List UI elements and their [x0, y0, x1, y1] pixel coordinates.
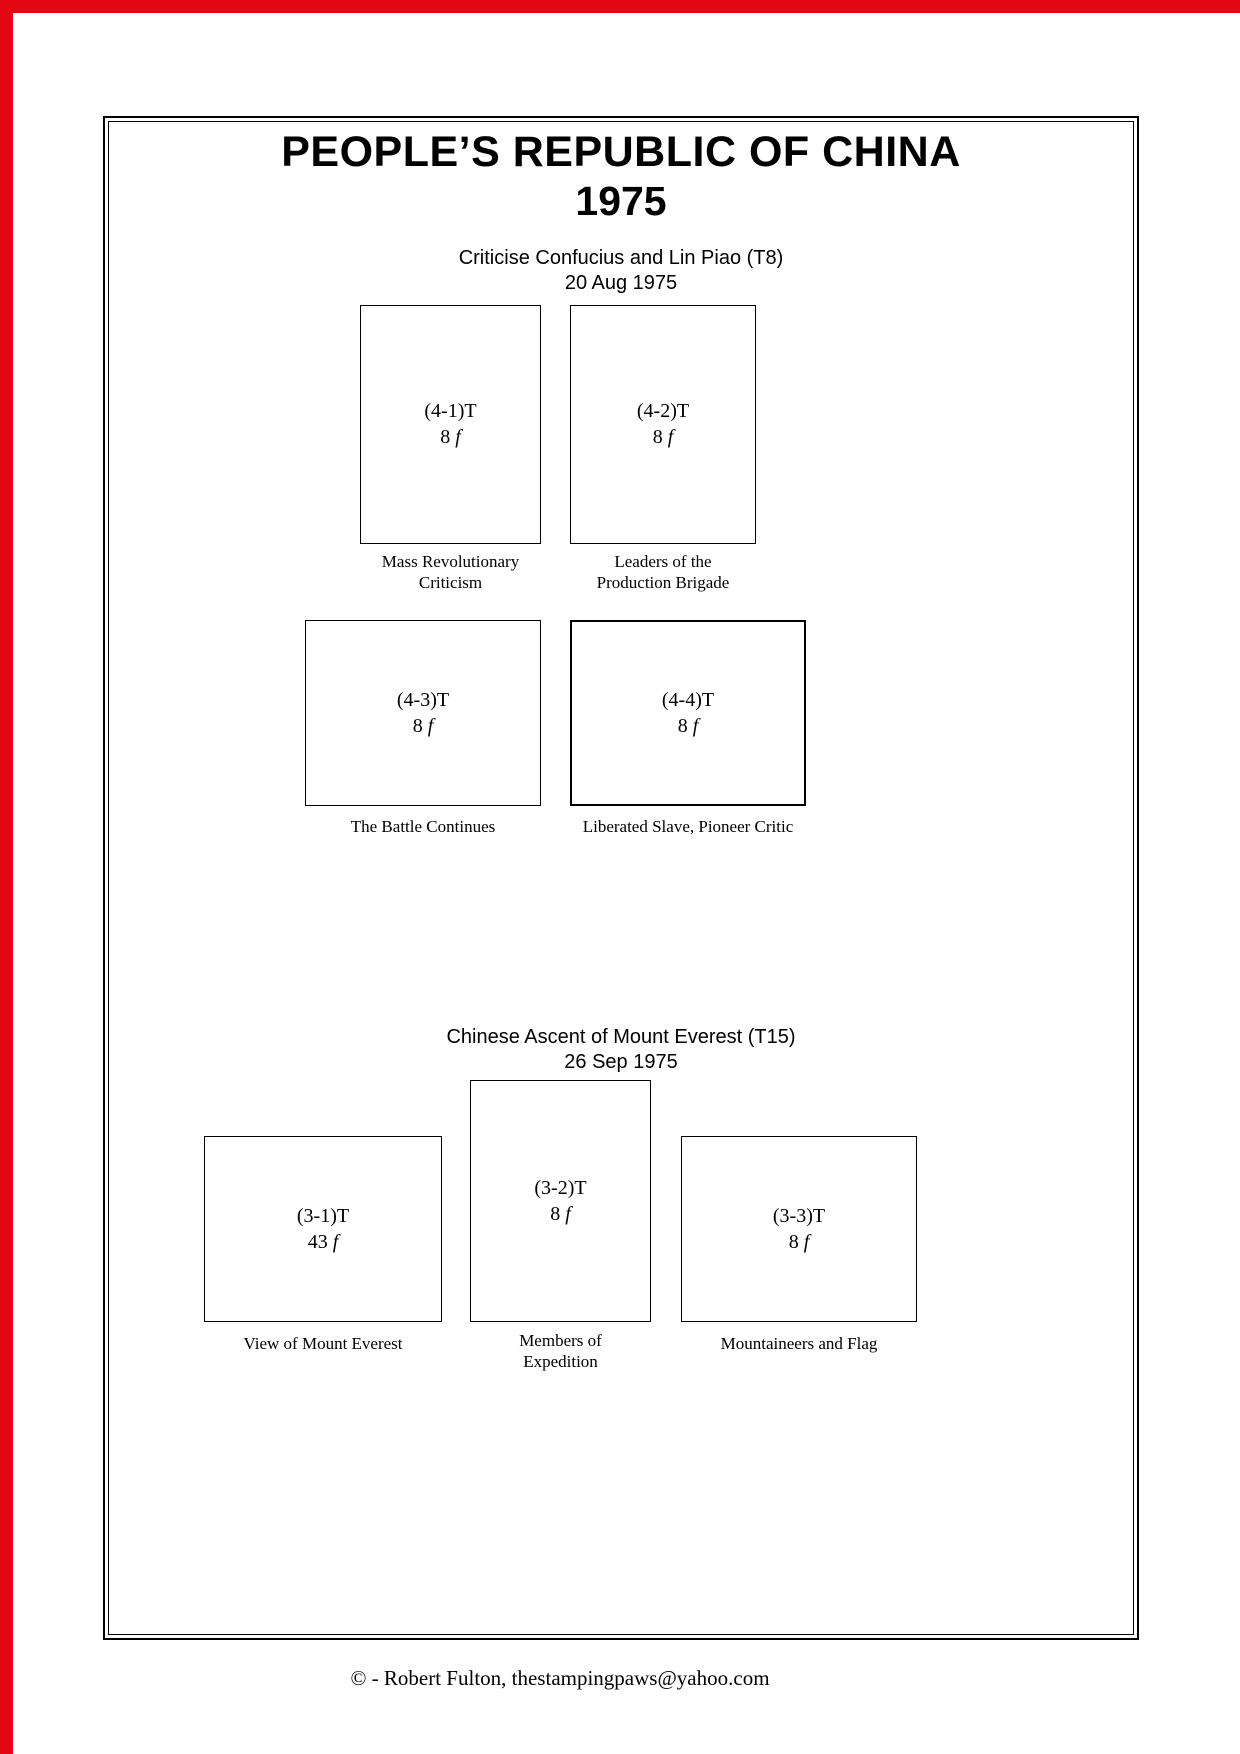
stamp-code: (3-1)T: [296, 1204, 350, 1227]
page-year: 1975: [575, 178, 667, 224]
stamp-caption-4-2: Leaders of the Production Brigade: [596, 552, 730, 593]
page-frame-inner: [108, 121, 1134, 1635]
stamp-caption-3-1: View of Mount Everest: [243, 1334, 403, 1353]
stamp-unit: f: [332, 1230, 339, 1253]
stamp-value: 8: [412, 714, 423, 737]
section-1-heading: Criticise Confucius and Lin Piao (T8): [458, 247, 784, 269]
stamp-caption-4-4: Liberated Slave, Pioneer Critic: [582, 817, 794, 836]
section-2-date: 26 Sep 1975: [564, 1051, 678, 1073]
stamp-code: (3-2)T: [534, 1176, 587, 1199]
page-frame: [103, 116, 1139, 1640]
stamp-unit: f: [565, 1202, 571, 1225]
stamp-caption-4-3: The Battle Continues: [350, 817, 496, 836]
stamp-value: 8: [788, 1230, 799, 1253]
red-left-edge: [0, 0, 13, 1754]
stamp-unit: f: [803, 1230, 810, 1253]
stamp-unit: f: [427, 714, 434, 737]
stamp-value: 8: [440, 426, 451, 448]
stamp-code: (4-4)T: [661, 688, 715, 711]
stamp-caption-3-3: Mountaineers and Flag: [720, 1334, 878, 1353]
section-1-date: 20 Aug 1975: [564, 272, 678, 294]
section-2-heading: Chinese Ascent of Mount Everest (T15): [446, 1026, 796, 1048]
page-title: PEOPLE’S REPUBLIC OF CHINA: [281, 128, 961, 176]
stamp-value: 8: [652, 426, 663, 448]
stamp-value: 8: [677, 714, 688, 737]
stamp-code: (3-3)T: [772, 1204, 826, 1227]
stamp-unit: f: [455, 426, 461, 448]
stamp-value: 43: [307, 1230, 328, 1253]
stamp-code: (4-1)T: [424, 400, 477, 422]
stamp-caption-3-2: Members of Expedition: [519, 1331, 602, 1372]
red-top-edge: [0, 0, 1240, 13]
stamp-code: (4-2)T: [636, 400, 690, 422]
copyright-footer: © - Robert Fulton, thestampingpaws@yahoo…: [350, 1666, 770, 1690]
stamp-unit: f: [692, 714, 699, 737]
stamp-caption-4-1: Mass Revolutionary Criticism: [381, 552, 520, 593]
stamp-value: 8: [550, 1202, 561, 1225]
stamp-code: (4-3)T: [396, 688, 450, 711]
stamp-unit: f: [667, 426, 674, 448]
